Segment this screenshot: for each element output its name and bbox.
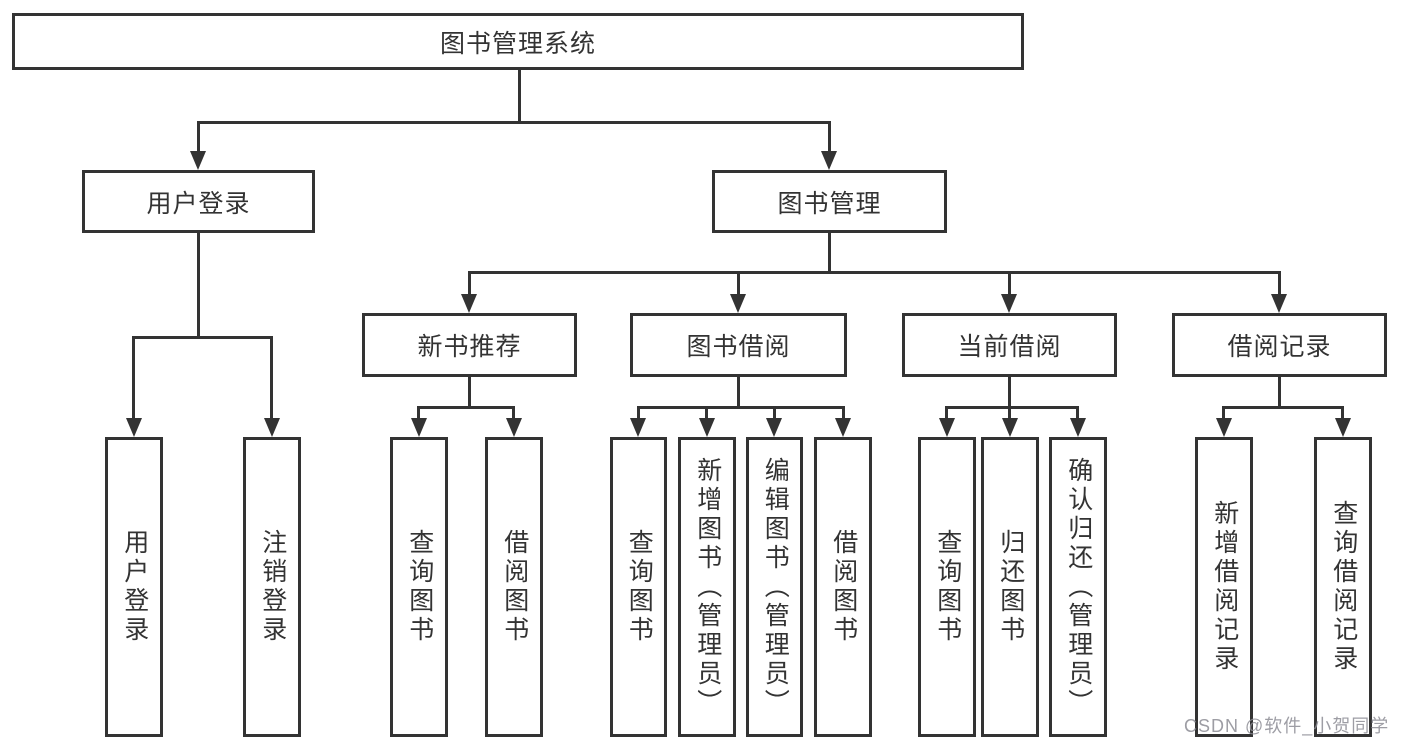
connector-line bbox=[1278, 271, 1281, 294]
connector-line bbox=[1008, 271, 1011, 294]
arrow-down-icon bbox=[1070, 418, 1086, 437]
connector-line bbox=[468, 271, 471, 294]
watermark: CSDN @软件_小贺同学 bbox=[1184, 716, 1390, 736]
connector-line bbox=[828, 121, 831, 153]
connector-line bbox=[270, 336, 273, 419]
node-library-management-system: 图书管理系统 bbox=[12, 13, 1024, 70]
arrow-down-icon bbox=[766, 418, 782, 437]
connector-line bbox=[468, 271, 1281, 274]
leaf-query-books-borrow: 查询图书 bbox=[610, 437, 667, 737]
leaf-edit-books-admin: 编辑图书（管理员） bbox=[746, 437, 803, 737]
arrow-down-icon bbox=[190, 151, 206, 170]
node-label: 图书管理 bbox=[777, 189, 882, 218]
arrow-down-icon bbox=[835, 418, 851, 437]
connector-line bbox=[197, 121, 831, 124]
connector-line bbox=[1008, 406, 1011, 419]
arrow-down-icon bbox=[461, 294, 477, 313]
leaf-query-books-current: 查询图书 bbox=[918, 437, 976, 737]
node-label: 归还图书 bbox=[996, 529, 1025, 645]
node-current-borrowing: 当前借阅 bbox=[902, 313, 1117, 377]
leaf-logout: 注销登录 bbox=[243, 437, 301, 737]
node-label: 确认归还（管理员） bbox=[1064, 456, 1093, 718]
node-label: 新书推荐 bbox=[417, 333, 522, 361]
connector-line bbox=[945, 406, 1079, 409]
connector-line bbox=[468, 377, 471, 406]
node-borrowing-records: 借阅记录 bbox=[1172, 313, 1387, 377]
arrow-down-icon bbox=[264, 418, 280, 437]
arrow-down-icon bbox=[939, 418, 955, 437]
node-label: 借阅记录 bbox=[1227, 333, 1332, 361]
leaf-query-books-newbook: 查询图书 bbox=[390, 437, 448, 737]
node-label: 用户登录 bbox=[146, 189, 251, 218]
node-label: 查询图书 bbox=[933, 529, 962, 645]
node-label: 编辑图书（管理员） bbox=[761, 456, 790, 718]
arrow-down-icon bbox=[630, 418, 646, 437]
connector-line bbox=[1278, 377, 1281, 406]
connector-line bbox=[417, 406, 420, 419]
connector-line bbox=[773, 406, 776, 419]
connector-line bbox=[512, 406, 515, 419]
connector-line bbox=[518, 70, 521, 121]
node-new-book-recommendation: 新书推荐 bbox=[362, 313, 577, 377]
node-book-management: 图书管理 bbox=[712, 170, 947, 233]
arrow-down-icon bbox=[821, 151, 837, 170]
node-label: 用户登录 bbox=[120, 529, 149, 645]
arrow-down-icon bbox=[1271, 294, 1287, 313]
leaf-confirm-return-admin: 确认归还（管理员） bbox=[1049, 437, 1107, 737]
leaf-borrow-books-borrow: 借阅图书 bbox=[814, 437, 872, 737]
connector-line bbox=[842, 406, 845, 419]
connector-line bbox=[637, 406, 640, 419]
connector-line bbox=[705, 406, 708, 419]
leaf-user-login: 用户登录 bbox=[105, 437, 163, 737]
connector-line bbox=[132, 336, 273, 339]
arrow-down-icon bbox=[730, 294, 746, 313]
node-label: 查询图书 bbox=[405, 529, 434, 645]
leaf-return-books: 归还图书 bbox=[981, 437, 1039, 737]
arrow-down-icon bbox=[699, 418, 715, 437]
arrow-down-icon bbox=[506, 418, 522, 437]
leaf-add-books-admin: 新增图书（管理员） bbox=[678, 437, 736, 737]
connector-line bbox=[1008, 377, 1011, 406]
connector-line bbox=[417, 406, 515, 409]
node-label: 借阅图书 bbox=[829, 529, 858, 645]
connector-line bbox=[1341, 406, 1344, 419]
node-label: 查询图书 bbox=[625, 529, 654, 645]
node-label: 借阅图书 bbox=[500, 529, 529, 645]
node-label: 图书管理系统 bbox=[439, 29, 596, 58]
connector-line bbox=[1222, 406, 1344, 409]
leaf-borrow-books-newbook: 借阅图书 bbox=[485, 437, 543, 737]
arrow-down-icon bbox=[1335, 418, 1351, 437]
connector-line bbox=[1076, 406, 1079, 419]
node-label: 新增借阅记录 bbox=[1210, 500, 1239, 674]
connector-line bbox=[737, 377, 740, 406]
leaf-query-borrow-record: 查询借阅记录 bbox=[1314, 437, 1372, 737]
node-label: 图书借阅 bbox=[686, 333, 791, 361]
arrow-down-icon bbox=[126, 418, 142, 437]
connector-line bbox=[737, 271, 740, 294]
node-label: 查询借阅记录 bbox=[1329, 500, 1358, 674]
node-label: 新增图书（管理员） bbox=[693, 456, 722, 718]
node-label: 注销登录 bbox=[258, 529, 287, 645]
arrow-down-icon bbox=[1216, 418, 1232, 437]
node-label: 当前借阅 bbox=[957, 333, 1062, 361]
arrow-down-icon bbox=[1001, 294, 1017, 313]
arrow-down-icon bbox=[1002, 418, 1018, 437]
leaf-add-borrow-record: 新增借阅记录 bbox=[1195, 437, 1253, 737]
connector-line bbox=[637, 406, 845, 409]
connector-line bbox=[1222, 406, 1225, 419]
node-book-borrowing: 图书借阅 bbox=[630, 313, 847, 377]
connector-line bbox=[197, 233, 200, 336]
node-user-login: 用户登录 bbox=[82, 170, 315, 233]
connector-line bbox=[945, 406, 948, 419]
connector-line bbox=[197, 121, 200, 153]
connector-line bbox=[132, 336, 135, 419]
arrow-down-icon bbox=[411, 418, 427, 437]
connector-line bbox=[828, 233, 831, 271]
